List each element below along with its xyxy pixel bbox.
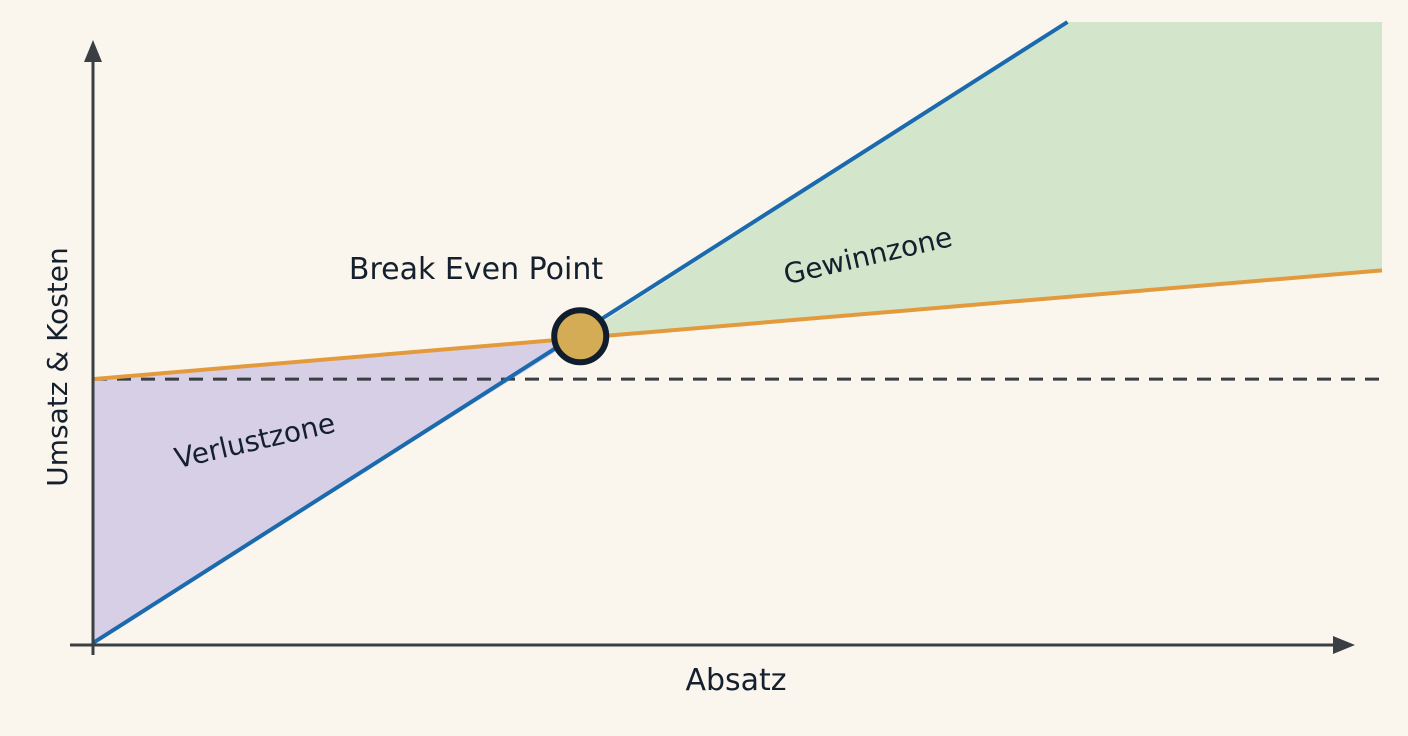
break-even-point-marker — [551, 307, 610, 366]
x-axis-arrow-icon — [1333, 636, 1355, 654]
break-even-label: Break Even Point — [349, 252, 603, 287]
y-axis-label: Umsatz & Kosten — [41, 247, 74, 486]
x-axis-label: Absatz — [685, 663, 786, 698]
total-costs-line — [92, 268, 1383, 382]
y-axis-arrow-icon — [84, 40, 102, 62]
profit-zone-area — [580, 22, 1382, 337]
